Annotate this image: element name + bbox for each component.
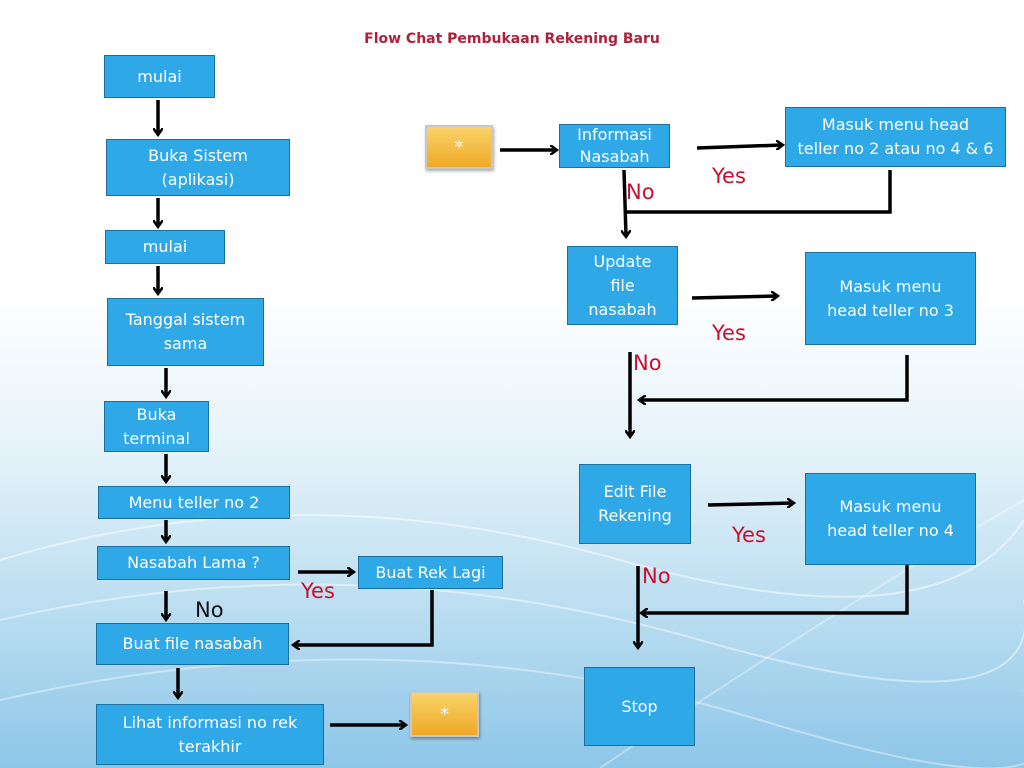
masuk-menu-2-4-6-box: Masuk menu head teller no 2 atau no 4 & … xyxy=(785,107,1006,167)
menu-teller-box: Menu teller no 2 xyxy=(98,486,290,519)
connector-right-label: * xyxy=(454,136,464,158)
nasabah-lama-label: Nasabah Lama ? xyxy=(127,553,260,572)
mulai-label-1: mulai xyxy=(137,66,182,86)
buat-file-nasabah-box: Buat file nasabah xyxy=(96,623,289,665)
diagram-title: Flow Chat Pembukaan Rekening Baru xyxy=(364,31,660,47)
buka-sistem-label: Buka Sistem (aplikasi) xyxy=(148,145,248,189)
tanggal-sistem-label: Tanggal sistem sama xyxy=(125,310,246,353)
masuk-menu-3-box: Masuk menu head teller no 3 xyxy=(805,252,976,345)
yes-label-1: Yes xyxy=(712,164,746,188)
buat-rek-lagi-box: Buat Rek Lagi xyxy=(358,556,503,589)
update-file-box: Update file nasabah xyxy=(567,246,678,325)
buat-rek-lagi-label: Buat Rek Lagi xyxy=(375,562,486,582)
no-label-1: No xyxy=(626,180,655,204)
no-label-2: No xyxy=(633,351,662,375)
mulai-box-1: mulai xyxy=(104,55,215,98)
mulai-box-2: mulai xyxy=(105,230,225,264)
masuk-menu-4-label: Masuk menu head teller no 4 xyxy=(827,497,954,540)
stop-label: Stop xyxy=(621,696,658,716)
yes-label-2: Yes xyxy=(712,321,746,345)
update-file-label: Update file nasabah xyxy=(588,251,657,319)
masuk-menu-2-4-6-label: Masuk menu head teller no 2 atau no 4 & … xyxy=(797,115,994,158)
yes-label-left: Yes xyxy=(301,579,335,603)
buka-terminal-label: Buka terminal xyxy=(123,404,190,448)
connector-right: * xyxy=(425,125,493,169)
no-label-left: No xyxy=(195,598,224,622)
yes-label-3: Yes xyxy=(732,523,766,547)
arrow-informasi-to-masuk-menu xyxy=(696,145,782,148)
connector-left-label: * xyxy=(440,703,449,725)
stop-box: Stop xyxy=(584,667,695,746)
arrow-buat-rek-back xyxy=(294,590,434,645)
edit-file-rekening-label: Edit File Rekening xyxy=(598,482,672,525)
arrow-masuk-menu-3-back xyxy=(640,355,909,400)
arrow-edit-to-masuk-menu-4 xyxy=(707,503,793,505)
masuk-menu-4-box: Masuk menu head teller no 4 xyxy=(805,473,976,565)
buka-sistem-box: Buka Sistem (aplikasi) xyxy=(106,139,290,196)
arrow-informasi-to-update xyxy=(624,169,626,236)
tanggal-sistem-box: Tanggal sistem sama xyxy=(107,298,264,366)
buat-file-nasabah-label: Buat file nasabah xyxy=(122,634,263,653)
edit-file-rekening-box: Edit File Rekening xyxy=(579,464,691,544)
buka-terminal-box: Buka terminal xyxy=(104,401,209,452)
arrow-masuk-menu-back xyxy=(626,170,892,214)
lihat-informasi-label: Lihat informasi no rek terakhir xyxy=(122,712,298,756)
arrow-update-to-masuk-menu-3 xyxy=(691,296,777,298)
masuk-menu-3-label: Masuk menu head teller no 3 xyxy=(827,276,954,320)
mulai-label-2: mulai xyxy=(142,237,188,256)
informasi-nasabah-label: Informasi Nasabah xyxy=(577,125,652,166)
nasabah-lama-box: Nasabah Lama ? xyxy=(97,546,290,580)
no-label-3: No xyxy=(642,564,671,588)
connector-left: * xyxy=(410,691,479,737)
lihat-informasi-box: Lihat informasi no rek terakhir xyxy=(96,704,324,765)
menu-teller-label: Menu teller no 2 xyxy=(128,492,260,512)
arrow-masuk-menu-4-back xyxy=(642,564,909,613)
informasi-nasabah-box: Informasi Nasabah xyxy=(559,124,670,168)
